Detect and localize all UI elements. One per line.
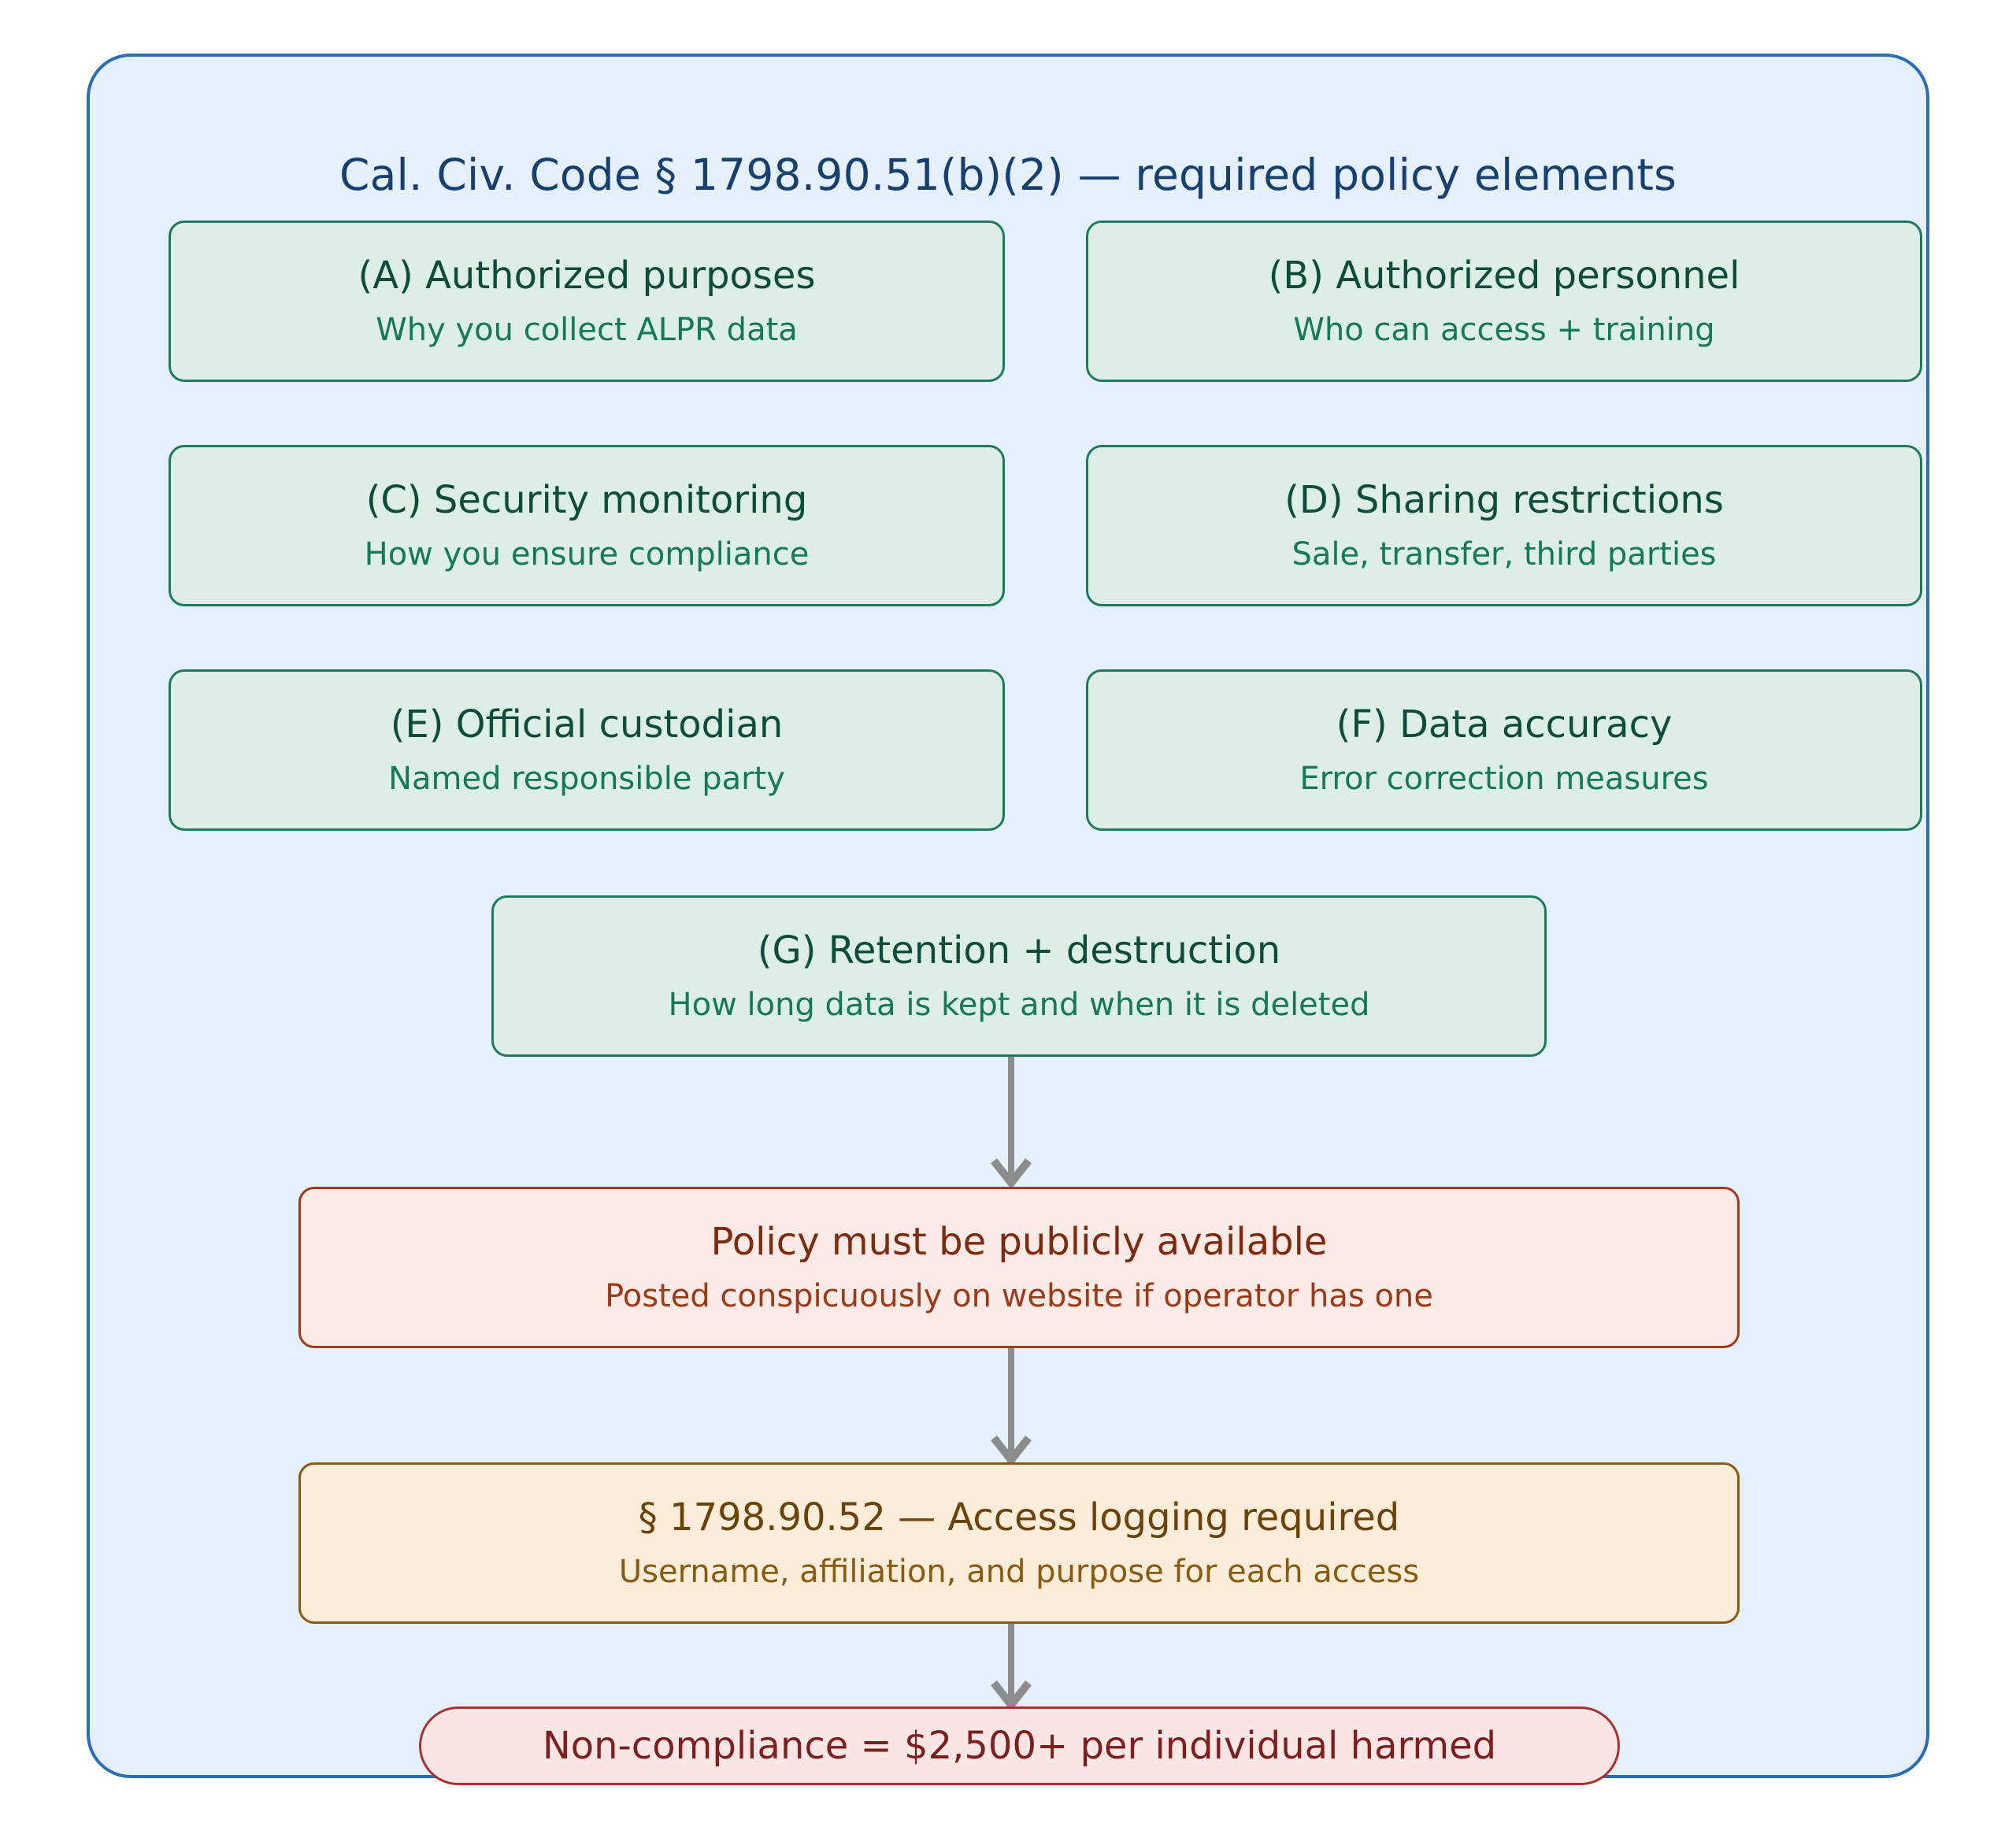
page-title: Cal. Civ. Code § 1798.90.51(b)(2) — requ… [339,150,1677,200]
node-authorized-purposes[interactable]: (A) Authorized purposes Why you collect … [169,220,1005,382]
node-subtitle: Posted conspicuously on website if opera… [605,1277,1433,1314]
node-authorized-personnel[interactable]: (B) Authorized personnel Who can access … [1086,220,1922,382]
node-subtitle: Named responsible party [388,760,785,797]
node-title: (C) Security monitoring [365,477,808,522]
node-subtitle: How long data is kept and when it is del… [668,986,1370,1023]
node-non-compliance-penalty[interactable]: Non-compliance = $2,500+ per individual … [419,1706,1620,1785]
node-official-custodian[interactable]: (E) Official custodian Named responsible… [169,669,1005,831]
node-subtitle: How you ensure compliance [364,535,810,573]
node-title: (G) Retention + destruction [757,928,1281,973]
node-title: (E) Official custodian [390,702,784,747]
arrow-logging-to-penalty [980,1624,1043,1709]
node-title: Policy must be publicly available [710,1219,1328,1264]
arrow-retention-to-public [980,1057,1043,1188]
node-title: (D) Sharing restrictions [1284,477,1724,522]
node-subtitle: Who can access + training [1293,311,1715,348]
node-access-logging-required[interactable]: § 1798.90.52 — Access logging required U… [298,1462,1740,1624]
arrow-public-to-logging [980,1348,1043,1464]
node-subtitle: Sale, transfer, third parties [1292,535,1717,573]
node-policy-publicly-available[interactable]: Policy must be publicly available Posted… [298,1187,1740,1348]
node-security-monitoring[interactable]: (C) Security monitoring How you ensure c… [169,445,1005,606]
node-subtitle: Why you collect ALPR data [376,311,798,348]
node-title: (B) Authorized personnel [1268,253,1740,298]
node-title: (F) Data accuracy [1336,702,1673,747]
node-subtitle: Error correction measures [1299,760,1709,797]
node-title: (A) Authorized purposes [358,253,816,298]
node-subtitle: Username, affiliation, and purpose for e… [618,1553,1420,1590]
node-title: Non-compliance = $2,500+ per individual … [542,1723,1497,1768]
node-data-accuracy[interactable]: (F) Data accuracy Error correction measu… [1086,669,1922,831]
node-title: § 1798.90.52 — Access logging required [638,1495,1400,1540]
diagram-container: Cal. Civ. Code § 1798.90.51(b)(2) — requ… [87,54,1929,1785]
node-retention-destruction[interactable]: (G) Retention + destruction How long dat… [491,895,1547,1057]
node-sharing-restrictions[interactable]: (D) Sharing restrictions Sale, transfer,… [1086,445,1922,606]
